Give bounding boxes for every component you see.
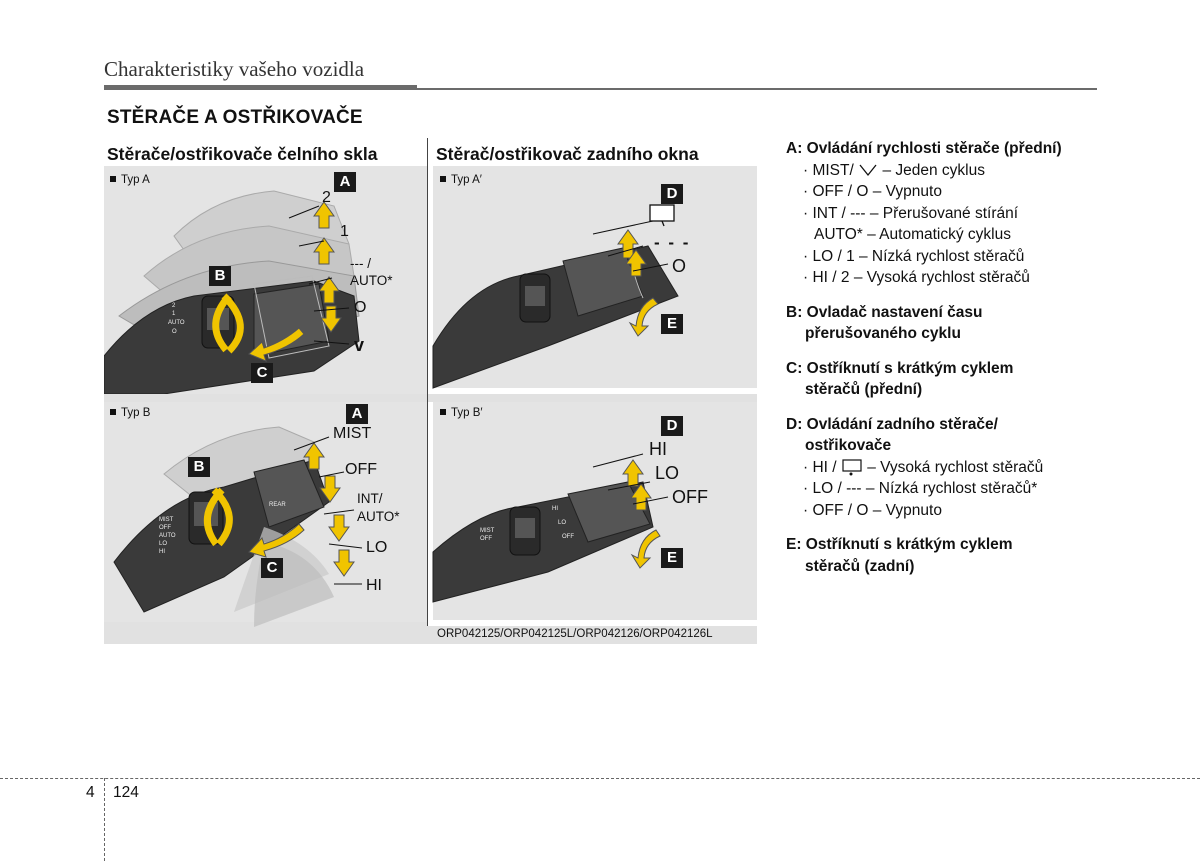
lever-label-rear: REAR xyxy=(269,502,286,508)
letter-badge-b-typ-b: B xyxy=(188,457,210,477)
legend-a-mist: · MIST/ – Jeden cyklus xyxy=(803,161,985,179)
legend-a-hi: · HI / 2 – Vysoká rychlost stěračů xyxy=(803,269,1030,286)
lever-label-off-rear: OFF xyxy=(480,536,492,542)
callout-off: OFF xyxy=(345,461,377,478)
callout-auto-b: AUTO* xyxy=(357,509,400,524)
legend-a-head: A: Ovládání rychlosti stěrače (přední) xyxy=(786,140,1062,157)
page-number: 124 xyxy=(113,784,139,801)
lever-label-off: OFF xyxy=(159,525,171,531)
callout-lo: LO xyxy=(366,539,388,556)
callout-v: v xyxy=(354,335,365,355)
legend-d-head-2: ostřikovače xyxy=(805,437,892,454)
front-panel-heading: Stěrače/ostřikovače čelního skla xyxy=(107,144,378,164)
lever-label-hi-rear: HI xyxy=(552,506,558,512)
figure-divider xyxy=(427,138,428,626)
letter-badge-a-typ-b: A xyxy=(346,404,368,424)
legend-group-e: E: Ostříknutí s krátkým cyklem stěračů (… xyxy=(786,534,1116,577)
type-b-prime-label: Typ B′ xyxy=(440,407,483,419)
lever-label-auto: AUTO xyxy=(168,320,185,326)
figure-rear-typ-b: Typ B′ D E HI LO OFF MIST OFF HI LO OFF xyxy=(428,402,757,626)
header-rule-thin xyxy=(417,88,1097,90)
lever-label-mist: MIST xyxy=(159,517,174,523)
callout-hi: HI xyxy=(366,577,382,594)
letter-badge-c: C xyxy=(251,363,273,383)
rear-typ-b-illustration xyxy=(428,402,757,626)
type-a-label: Typ A xyxy=(110,174,150,186)
type-a-prime-label: Typ A′ xyxy=(440,174,482,186)
legend-e-head-1: E: Ostříknutí s krátkým cyklem xyxy=(786,536,1013,553)
running-header: Charakteristiky vašeho vozidla xyxy=(104,57,365,81)
callout-dash: - - - xyxy=(654,233,691,252)
legend-group-a: A: Ovládání rychlosti stěrače (přední) ·… xyxy=(786,138,1116,289)
figure-codes: ORP042125/ORP042125L/ORP042126/ORP042126… xyxy=(437,628,713,640)
legend-a-int: · INT / --- – Přerušované stírání xyxy=(803,204,1019,222)
lever-label-2: 2 xyxy=(172,303,176,309)
legend-d-off: · OFF / O – Vypnuto xyxy=(803,501,942,519)
figure-rear-typ-a: Typ A′ D E - - - O xyxy=(428,166,757,394)
lever-label-lo-rear: LO xyxy=(558,520,567,526)
callout-2: 2 xyxy=(322,189,331,206)
chapter-number: 4 xyxy=(86,784,95,801)
lever-label-lo: LO xyxy=(159,541,168,547)
rear-panel-heading: Stěrač/ostřikovač zadního okna xyxy=(436,144,699,164)
callout-int-b: INT/ xyxy=(357,491,383,506)
callout-1: 1 xyxy=(340,223,349,240)
legend-group-c: C: Ostříknutí s krátkým cyklem stěračů (… xyxy=(786,358,1116,401)
lever-label-hi: HI xyxy=(159,549,165,555)
callout-o: O xyxy=(354,299,367,316)
footer-vertical-rule xyxy=(104,778,105,861)
lever-label-mist-rear: MIST xyxy=(480,528,495,534)
callout-off-rear: OFF xyxy=(672,487,708,507)
rear-wiper-icon xyxy=(842,459,862,476)
legend-d-head-1: D: Ovládání zadního stěrače/ xyxy=(786,415,998,433)
rear-typ-a-illustration xyxy=(428,166,757,394)
letter-badge-e-typ-b: E xyxy=(661,548,683,568)
section-title: STĚRAČE A OSTŘIKOVAČE xyxy=(107,107,363,128)
legend-group-d: D: Ovládání zadního stěrače/ ostřikovače… xyxy=(786,414,1116,522)
callout-int: --- / xyxy=(350,256,371,271)
legend-c-head-1: C: Ostříknutí s krátkým cyklem xyxy=(786,359,1014,377)
legend-d-lo: · LO / --- – Nízká rychlost stěračů* xyxy=(803,480,1038,497)
legend-a-lo: · LO / 1 – Nízká rychlost stěračů xyxy=(803,247,1025,265)
legend: A: Ovládání rychlosti stěrače (přední) ·… xyxy=(786,138,1116,590)
letter-badge-a: A xyxy=(334,172,356,192)
lever-label-auto-b: AUTO xyxy=(159,533,176,539)
figure-front-typ-a: Typ A A B C 2 1 --- / AUTO* O v 2 1 AUTO… xyxy=(104,166,427,394)
legend-c-head-2: stěračů (přední) xyxy=(805,381,923,398)
figure-front-typ-b: Typ B A B C MIST OFF INT/ AUTO* LO HI MI… xyxy=(104,402,427,644)
letter-badge-b: B xyxy=(209,266,231,286)
callout-auto: AUTO* xyxy=(350,273,393,288)
letter-badge-e: E xyxy=(661,314,683,334)
callout-mist: MIST xyxy=(333,425,372,442)
letter-badge-d-typ-b: D xyxy=(661,416,683,436)
legend-e-head-2: stěračů (zadní) xyxy=(805,557,915,575)
lever-label-o: O xyxy=(172,329,177,335)
front-typ-b-illustration xyxy=(104,402,427,644)
callout-hi-rear: HI xyxy=(649,439,667,459)
type-b-label: Typ B xyxy=(110,407,150,419)
letter-badge-d: D xyxy=(661,184,683,204)
lever-label-1: 1 xyxy=(172,311,176,317)
legend-b-head-1: B: Ovladač nastavení času xyxy=(786,303,983,321)
legend-group-b: B: Ovladač nastavení času přerušovaného … xyxy=(786,302,1116,345)
footer-rule xyxy=(0,778,1200,779)
legend-b-head-2: přerušovaného cyklu xyxy=(805,325,961,342)
callout-lo-rear: LO xyxy=(655,463,680,483)
mist-v-icon xyxy=(859,165,877,177)
header-rule-thick xyxy=(104,85,417,90)
letter-badge-c-typ-b: C xyxy=(261,558,283,578)
legend-a-off: · OFF / O – Vypnuto xyxy=(803,183,942,200)
legend-a-auto: AUTO* – Automatický cyklus xyxy=(814,226,1011,243)
lever-label-off2-rear: OFF xyxy=(562,534,574,540)
callout-o-rear: O xyxy=(672,256,687,276)
legend-d-hi: · HI / – Vysoká rychlost stěračů xyxy=(803,458,1044,476)
